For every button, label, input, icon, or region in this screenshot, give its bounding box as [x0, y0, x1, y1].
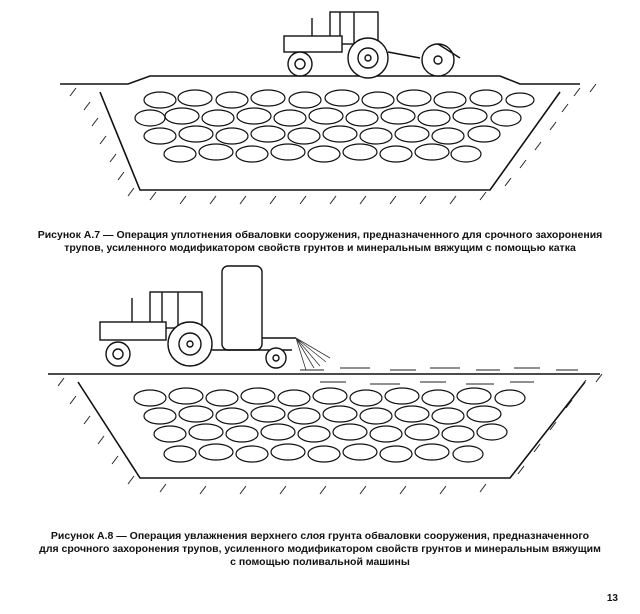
soil-hatching	[69, 83, 597, 205]
figure-a8-caption-line3: с помощью поливальной машины	[230, 556, 410, 568]
trench-outline	[77, 381, 586, 479]
ground-surface-line	[60, 75, 580, 85]
stone-fill	[134, 89, 535, 163]
water-spray	[295, 337, 331, 371]
figure-a8-caption: Рисунок А.8 — Операция увлажнения верхне…	[20, 530, 620, 569]
figure-a7-caption-line1: Рисунок А.7 — Операция уплотнения обвало…	[37, 229, 603, 241]
figure-a8-illustration	[0, 258, 640, 523]
soil-hatching	[57, 373, 603, 495]
figure-a7-caption-line2: трупов, усиленного модификатором свойств…	[64, 242, 576, 254]
tractor-with-roller	[283, 11, 461, 79]
tractor-with-watering-tank	[99, 265, 296, 369]
stone-fill	[133, 387, 526, 463]
figure-a7-caption: Рисунок А.7 — Операция уплотнения обвало…	[20, 229, 620, 255]
figure-a8-caption-line2: для срочного захоронения трупов, усиленн…	[39, 543, 601, 555]
trench-outline	[99, 91, 561, 191]
moistened-layer-hatching	[300, 367, 578, 385]
figure-a8-caption-line1: Рисунок А.8 — Операция увлажнения верхне…	[50, 530, 590, 542]
figure-a7-illustration	[0, 0, 640, 222]
page-number: 13	[606, 593, 618, 604]
